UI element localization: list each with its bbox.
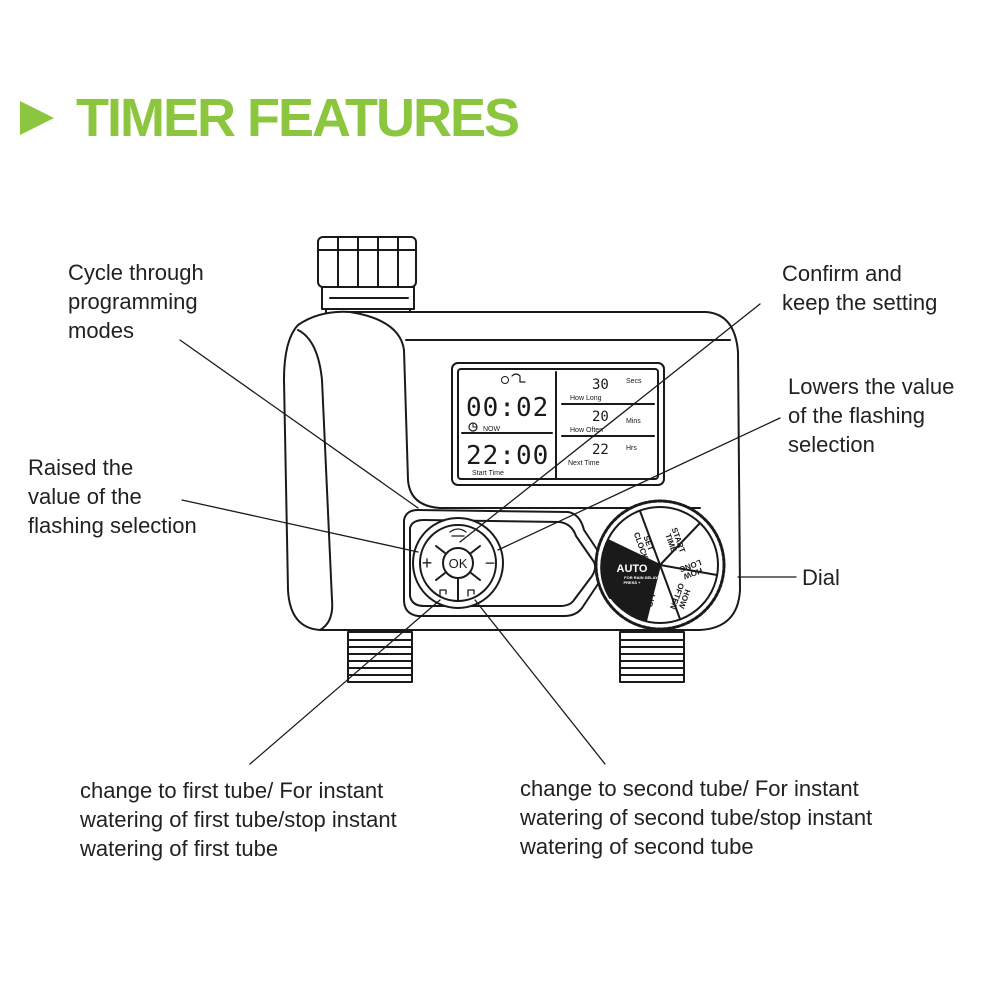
callout-line: Dial bbox=[802, 565, 840, 590]
callout-line: value of the bbox=[28, 484, 142, 509]
programming-dial bbox=[594, 499, 726, 631]
lcd-next-time-value: 22 bbox=[592, 442, 609, 458]
minus-button[interactable]: − bbox=[485, 553, 496, 573]
play-arrow-icon bbox=[20, 101, 54, 135]
callout-line: keep the setting bbox=[782, 290, 938, 315]
ok-button[interactable]: OK bbox=[449, 556, 468, 571]
callout-line: Lowers the value bbox=[788, 374, 955, 399]
lcd-next-time-unit: Hrs bbox=[626, 445, 637, 452]
lcd-next-time-label: Next Time bbox=[568, 460, 600, 467]
callout-first-tube: change to first tube/ For instant wateri… bbox=[80, 776, 397, 863]
callout-dial: Dial bbox=[802, 563, 840, 592]
title-text: TIMER FEATURES bbox=[76, 88, 520, 148]
callout-line: watering of first tube bbox=[80, 836, 279, 861]
callout-line: selection bbox=[788, 432, 875, 457]
lcd-how-often-unit: Mins bbox=[626, 418, 641, 425]
callout-line: Raised the bbox=[28, 455, 134, 480]
callout-line: watering of second tube/stop instant bbox=[520, 805, 873, 830]
callout-line: Confirm and bbox=[782, 261, 902, 286]
dial-off-label: OFF bbox=[645, 590, 658, 608]
callout-lowers: Lowers the value of the flashing selecti… bbox=[788, 372, 954, 459]
dial-auto-label: AUTO bbox=[617, 563, 648, 575]
callout-line: watering of second tube bbox=[520, 834, 754, 859]
callout-line: watering of first tube/stop instant bbox=[80, 807, 397, 832]
lcd-how-long-unit: Secs bbox=[626, 378, 642, 385]
lcd-how-often-label: How Often bbox=[570, 427, 603, 434]
callout-line: modes bbox=[68, 318, 135, 343]
lcd-screen bbox=[451, 362, 665, 486]
callout-line: change to second tube/ For instant bbox=[520, 776, 859, 801]
lcd-how-long-value: 30 bbox=[592, 377, 609, 393]
callout-line: programming bbox=[68, 289, 198, 314]
lcd-how-often-value: 20 bbox=[592, 409, 609, 425]
outlet-pipe-1 bbox=[347, 631, 413, 683]
callout-line: of the flashing bbox=[788, 403, 925, 428]
lcd-readouts: 00:02 NOW 22:00 Start Time 30 Secs How L… bbox=[466, 377, 642, 477]
outlet-pipe-2 bbox=[619, 631, 685, 683]
leader-lines bbox=[179, 303, 797, 765]
lcd-start-time: 22:00 bbox=[466, 441, 549, 471]
control-panel bbox=[403, 509, 607, 617]
callout-line: change to first tube/ For instant bbox=[80, 778, 384, 803]
callout-line: Cycle through bbox=[68, 260, 204, 285]
callout-confirm: Confirm and keep the setting bbox=[782, 259, 937, 317]
faucet-connector bbox=[317, 236, 417, 322]
callout-second-tube: change to second tube/ For instant water… bbox=[520, 774, 872, 861]
callout-line: flashing selection bbox=[28, 513, 197, 538]
lcd-how-long-label: How Long bbox=[570, 395, 602, 402]
callout-raises: Raised the value of the flashing selecti… bbox=[28, 453, 197, 540]
dial-press-label: PRESS + bbox=[623, 580, 641, 585]
lcd-now-label: NOW bbox=[483, 426, 501, 433]
lcd-now-time: 00:02 bbox=[466, 393, 549, 423]
dial-rain-delay-label: FOR RAIN DELAY bbox=[624, 575, 658, 580]
page-title: TIMER FEATURES bbox=[20, 88, 520, 148]
button-labels: OK + − bbox=[422, 553, 496, 573]
lcd-start-label: Start Time bbox=[472, 470, 504, 477]
plus-button[interactable]: + bbox=[422, 553, 433, 573]
callout-cycle-modes: Cycle through programming modes bbox=[68, 258, 204, 345]
